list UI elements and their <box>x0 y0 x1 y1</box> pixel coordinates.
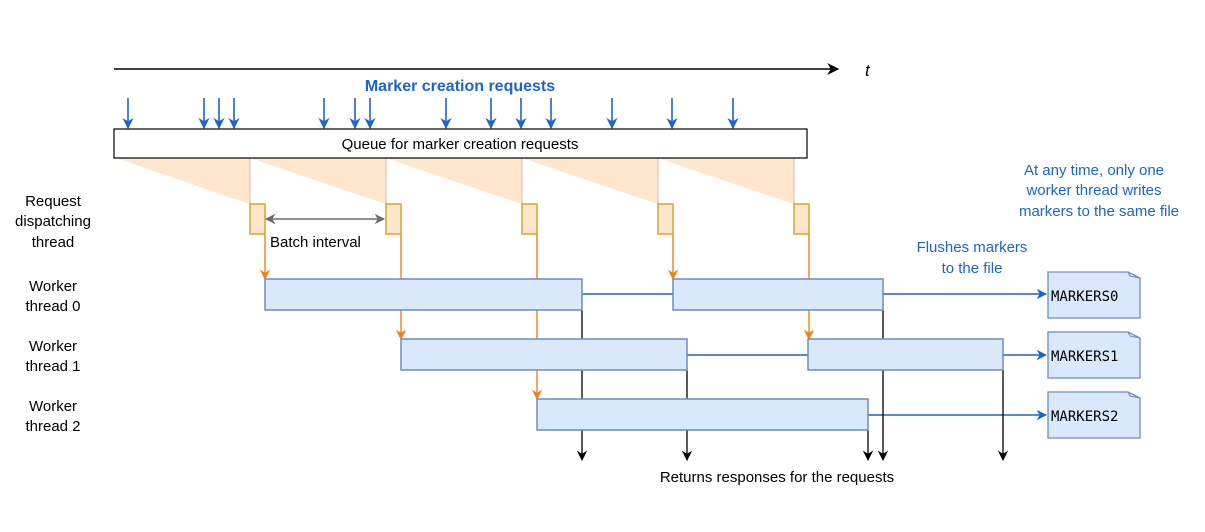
worker1-label-line1: Worker <box>29 338 77 355</box>
file-name: MARKERS1 <box>1051 349 1118 365</box>
file-name: MARKERS0 <box>1051 289 1118 305</box>
file-icon <box>1047 331 1141 379</box>
batch-window <box>250 158 386 204</box>
single-writer-note: At any time, only one worker thread writ… <box>1019 162 1179 220</box>
worker0-label-line1: Worker <box>29 278 77 295</box>
worker-task-box <box>264 278 583 311</box>
file-fold <box>1127 391 1141 399</box>
batch-window <box>658 158 794 204</box>
worker-task-box <box>672 278 884 311</box>
worker2-label-line2: thread 2 <box>25 418 80 435</box>
time-axis-label: t <box>865 61 871 80</box>
worker-tasks <box>264 278 1004 431</box>
file-markers1: MARKERS1 <box>1047 331 1141 379</box>
flush-lines <box>582 288 1048 421</box>
dispatch-batch-box <box>249 203 266 235</box>
file-name: MARKERS2 <box>1051 409 1118 425</box>
queue-label: Queue for marker creation requests <box>342 136 579 153</box>
single-writer-line3: markers to the same file <box>1019 203 1179 220</box>
worker0-label-line2: thread 0 <box>25 298 80 315</box>
dispatch-batch-box <box>793 203 810 235</box>
requests-title: Marker creation requests <box>365 78 555 95</box>
file-icon <box>1047 391 1141 439</box>
file-markers2: MARKERS2 <box>1047 391 1141 439</box>
dispatch-batches <box>249 203 810 235</box>
dispatcher-label-line1: Request <box>25 193 82 210</box>
file-icon <box>1047 271 1141 319</box>
flush-note: Flushes markers to the file <box>917 239 1028 277</box>
dispatch-lines <box>259 234 815 401</box>
dispatch-batch-box <box>521 203 538 235</box>
single-writer-line2: worker thread writes <box>1025 182 1161 199</box>
worker-task-box <box>807 338 1004 371</box>
request-queue <box>113 128 808 159</box>
batch-window <box>386 158 522 204</box>
batch-interval-label: Batch interval <box>270 234 361 251</box>
worker2-label-line1: Worker <box>29 398 77 415</box>
file-fold <box>1127 271 1141 279</box>
single-writer-line1: At any time, only one <box>1024 162 1164 179</box>
flush-note-line2: to the file <box>942 260 1003 277</box>
responses-label: Returns responses for the requests <box>660 469 894 486</box>
batch-window <box>116 158 250 204</box>
dispatch-batch-box <box>657 203 674 235</box>
file-markers0: MARKERS0 <box>1047 271 1141 319</box>
dispatch-batch-box <box>385 203 402 235</box>
batch-window <box>522 158 658 204</box>
worker-task-box <box>536 398 869 431</box>
thread-labels: Request dispatching thread Worker thread… <box>15 193 91 435</box>
dispatcher-label-line3: thread <box>32 234 75 251</box>
request-arrows <box>122 98 739 130</box>
dispatcher-label-line2: dispatching <box>15 213 91 230</box>
response-arrows <box>576 310 1009 462</box>
worker1-label-line2: thread 1 <box>25 358 80 375</box>
worker-task-box <box>400 338 688 371</box>
flush-note-line1: Flushes markers <box>917 239 1028 256</box>
batch-windows <box>116 158 795 204</box>
file-fold <box>1127 331 1141 339</box>
